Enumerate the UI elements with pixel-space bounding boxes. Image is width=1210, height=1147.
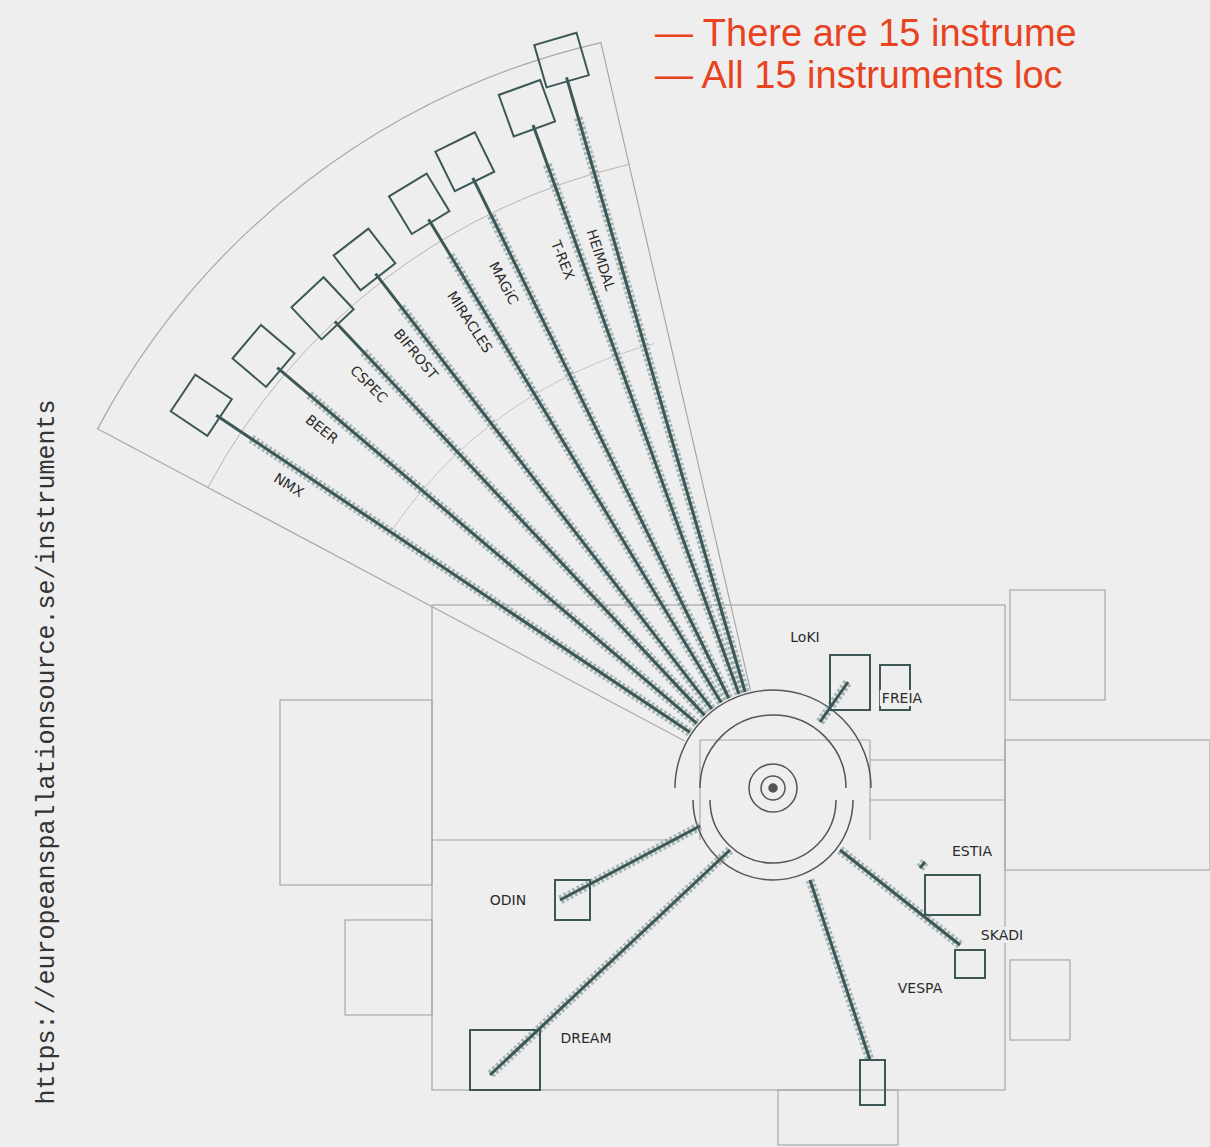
floor-line	[870, 799, 1005, 800]
neutron-guide	[560, 826, 700, 900]
sample-cave	[470, 1030, 540, 1090]
annex-outline	[778, 1090, 898, 1145]
annex-outline	[1010, 960, 1070, 1040]
target-ring	[761, 776, 785, 800]
beamline	[490, 850, 730, 1075]
beamline	[810, 880, 870, 1060]
instrument-label: T-REX	[547, 237, 578, 284]
sample-cave	[955, 950, 985, 978]
sample-cave	[389, 174, 449, 234]
instrument-label: BEER	[301, 410, 343, 448]
target-ring	[749, 764, 797, 812]
beamline	[277, 368, 696, 724]
building-outlines	[280, 590, 1210, 1145]
sample-cave	[534, 33, 589, 88]
instrument-label: FREIA	[880, 690, 924, 706]
fan-hall-outline	[98, 43, 751, 741]
note-text: — All 15 instruments loc	[655, 56, 1063, 94]
wing-outline	[1005, 740, 1210, 870]
bunker-wall	[710, 800, 836, 863]
instrument-label: VESPA	[896, 980, 944, 996]
floor-line	[870, 759, 1005, 760]
beamline	[840, 850, 960, 945]
sample-cave	[291, 277, 353, 339]
target-core	[769, 784, 777, 792]
floor-line	[869, 740, 870, 840]
beamline	[335, 321, 705, 715]
neutron-guide	[490, 850, 730, 1075]
sample-cave	[171, 375, 232, 436]
sample-cave	[830, 655, 870, 710]
sample-cave	[860, 1060, 885, 1105]
instrument-label: ODIN	[488, 892, 528, 908]
neutron-guide	[920, 862, 925, 868]
floor-line	[432, 839, 680, 840]
neutron-guide	[810, 880, 870, 1060]
floor-line	[700, 739, 870, 740]
instrument-label: LoKI	[788, 629, 821, 645]
instrument-label: CSPEC	[346, 361, 392, 407]
floor-line	[699, 740, 700, 840]
beamline	[560, 826, 700, 900]
neutron-guide	[840, 850, 960, 945]
sample-cave	[925, 875, 980, 915]
beamline	[473, 178, 729, 698]
sample-cave	[555, 880, 590, 920]
beamline	[920, 862, 925, 868]
instrument-label: ESTIA	[950, 843, 994, 859]
annex-outline	[345, 920, 432, 1015]
bunker-wall	[700, 715, 846, 788]
sample-cave	[233, 325, 295, 387]
instrument-label: SKADI	[979, 927, 1025, 943]
neutron-guide	[820, 682, 848, 722]
annex-outline	[1010, 590, 1105, 700]
sample-cave	[499, 80, 555, 136]
source-url: https://europeanspallationsource.se/inst…	[35, 399, 60, 1104]
sample-cave	[435, 132, 494, 191]
beamline	[216, 415, 690, 732]
instrument-label: DREAM	[558, 1030, 613, 1046]
beamline	[429, 219, 722, 702]
note-text: — There are 15 instrume	[655, 14, 1077, 52]
wing-outline	[280, 700, 432, 885]
beamline	[820, 682, 848, 722]
sample-cave	[334, 229, 396, 291]
